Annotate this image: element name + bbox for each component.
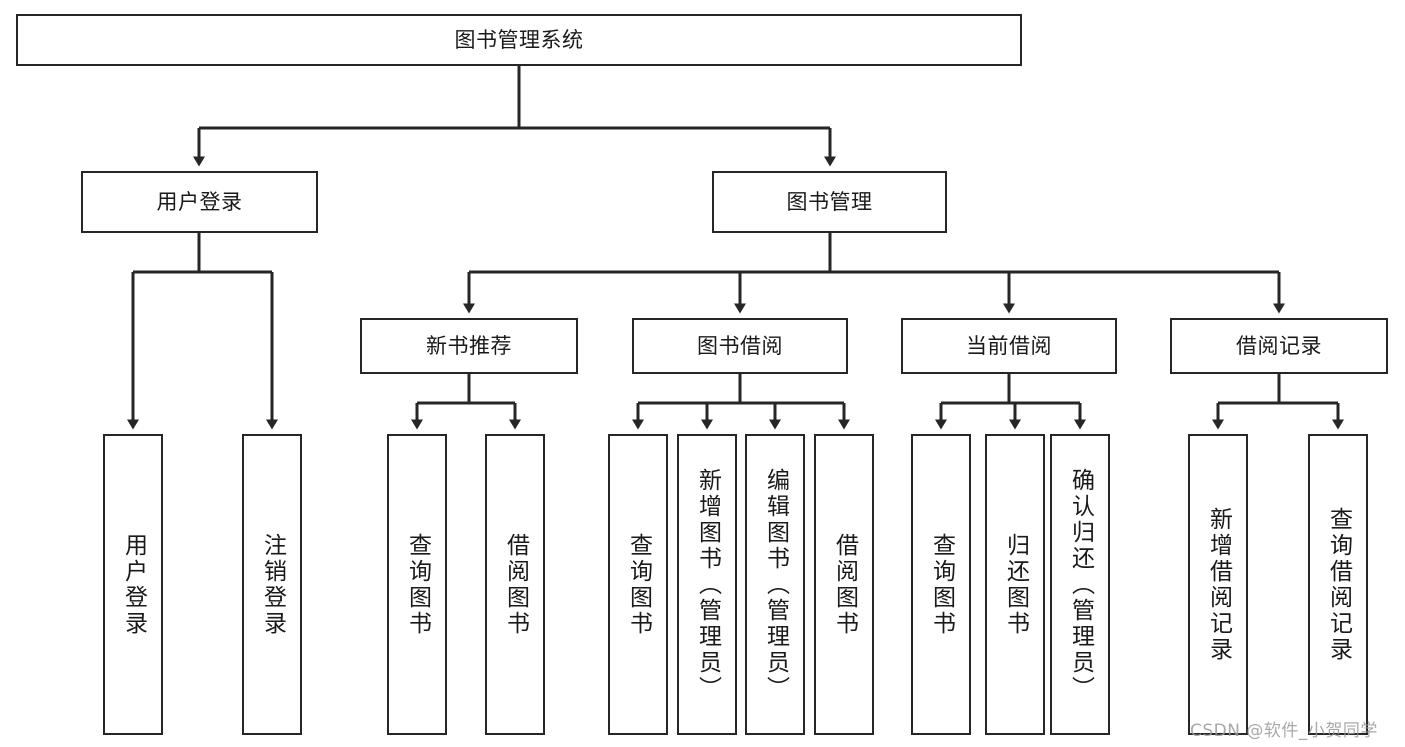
node-leaf-return-book[interactable]: 归还图书 [985, 434, 1045, 735]
node-leaf-query-book-2[interactable]: 查询图书 [608, 434, 668, 735]
node-root-label: 图书管理系统 [454, 27, 584, 52]
node-leaf-query-book-3-label: 查询图书 [928, 532, 955, 637]
node-borrow-record-label: 借阅记录 [1236, 333, 1322, 358]
node-current-borrow-label: 当前借阅 [966, 333, 1052, 358]
node-leaf-borrow-book-2-label: 借阅图书 [831, 532, 858, 637]
node-leaf-add-record[interactable]: 新增借阅记录 [1188, 434, 1248, 735]
node-leaf-query-book-1[interactable]: 查询图书 [387, 434, 447, 735]
node-leaf-query-book-1-label: 查询图书 [404, 532, 431, 637]
node-leaf-user-logout-label: 注销登录 [259, 532, 286, 637]
node-leaf-query-book-2-label: 查询图书 [625, 532, 652, 637]
node-leaf-user-login-label: 用户登录 [120, 532, 147, 637]
node-leaf-edit-book[interactable]: 编辑图书（管理员） [745, 434, 805, 735]
node-user-login[interactable]: 用户登录 [81, 171, 318, 233]
node-book-manage-label: 图书管理 [786, 189, 873, 214]
node-leaf-query-record-label: 查询借阅记录 [1325, 506, 1352, 663]
node-leaf-add-book-label: 新增图书（管理员） [694, 467, 721, 702]
node-root[interactable]: 图书管理系统 [16, 14, 1022, 66]
node-leaf-borrow-book-2[interactable]: 借阅图书 [814, 434, 874, 735]
node-leaf-borrow-book-1[interactable]: 借阅图书 [485, 434, 545, 735]
node-leaf-confirm-return-label: 确认归还（管理员） [1067, 467, 1094, 702]
node-leaf-query-book-3[interactable]: 查询图书 [911, 434, 971, 735]
node-current-borrow[interactable]: 当前借阅 [901, 318, 1117, 374]
node-leaf-query-record[interactable]: 查询借阅记录 [1308, 434, 1368, 735]
node-borrow-record[interactable]: 借阅记录 [1170, 318, 1388, 374]
node-book-borrow-label: 图书借阅 [697, 333, 783, 358]
node-leaf-add-book[interactable]: 新增图书（管理员） [677, 434, 737, 735]
node-leaf-confirm-return[interactable]: 确认归还（管理员） [1050, 434, 1110, 735]
node-new-book-rec[interactable]: 新书推荐 [360, 318, 578, 374]
node-leaf-borrow-book-1-label: 借阅图书 [502, 532, 529, 637]
csdn-watermark: CSDN @软件_小贺同学 [1190, 721, 1378, 741]
node-leaf-return-book-label: 归还图书 [1002, 532, 1029, 637]
node-leaf-add-record-label: 新增借阅记录 [1205, 506, 1232, 663]
node-user-login-label: 用户登录 [156, 189, 243, 214]
node-new-book-rec-label: 新书推荐 [426, 333, 512, 358]
node-book-borrow[interactable]: 图书借阅 [632, 318, 848, 374]
node-leaf-user-login[interactable]: 用户登录 [103, 434, 163, 735]
node-leaf-edit-book-label: 编辑图书（管理员） [762, 467, 789, 702]
node-leaf-user-logout[interactable]: 注销登录 [242, 434, 302, 735]
node-book-manage[interactable]: 图书管理 [712, 171, 947, 233]
